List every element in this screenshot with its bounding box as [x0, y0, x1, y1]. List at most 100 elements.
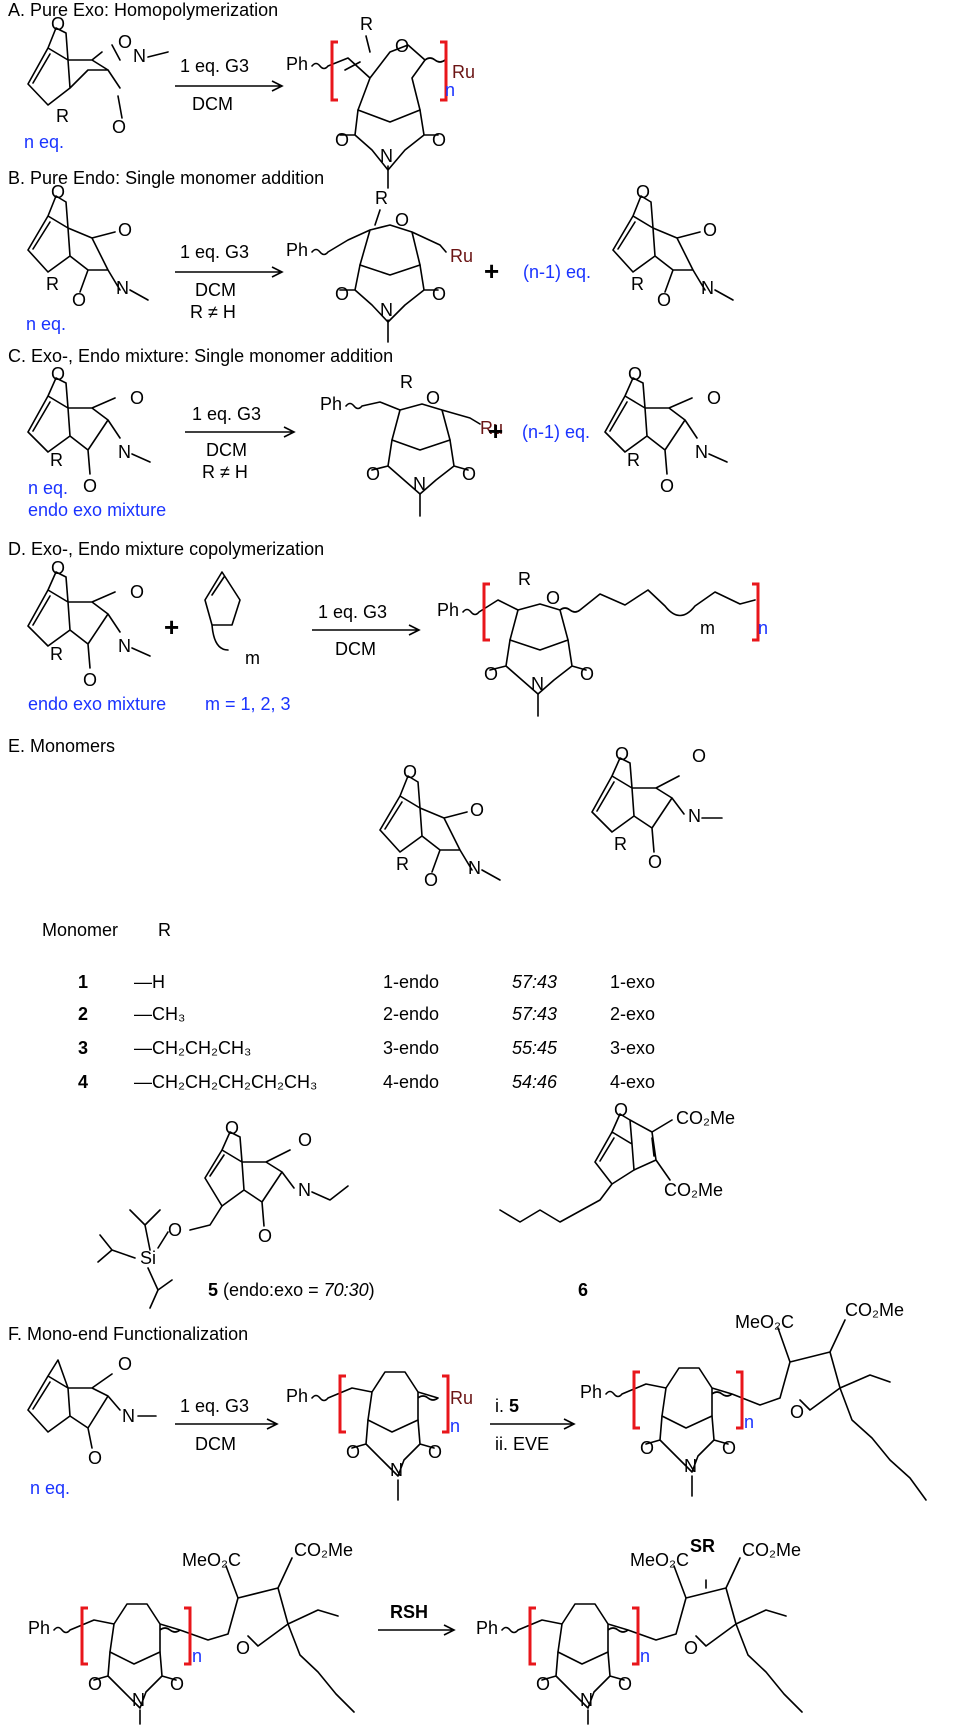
section-c-solvent: DCM — [206, 440, 247, 460]
atom-o: O — [130, 582, 144, 602]
table-row: 3 —CH₂CH₂CH₃ 3-endo 55:45 3-exo — [78, 1038, 655, 1058]
sr-group: SR — [690, 1536, 715, 1556]
atom-n: N — [390, 1460, 403, 1480]
atom-o: O — [660, 476, 674, 496]
atom-n: N — [580, 1690, 593, 1710]
atom-o: O — [51, 182, 65, 202]
repeat-count-n: n — [640, 1646, 650, 1666]
repeat-bracket-right — [440, 40, 448, 102]
atom-r: R — [56, 106, 69, 126]
atom-o: O — [170, 1674, 184, 1694]
repeat-count-n: n — [744, 1412, 754, 1432]
atom-n: N — [688, 806, 701, 826]
repeat-count-n: n — [450, 1416, 460, 1436]
atom-o: O — [88, 1674, 102, 1694]
section-c-remaining-monomer: O O N O R — [604, 364, 728, 496]
section-f-arrow-3 — [378, 1624, 456, 1636]
exo-label: 4-exo — [610, 1072, 655, 1092]
atom-ph: Ph — [286, 240, 308, 260]
atom-o: O — [703, 220, 717, 240]
table-header-r: R — [158, 920, 171, 940]
atom-si: Si — [140, 1248, 156, 1268]
repeat-bracket-left — [80, 1606, 88, 1666]
section-f-living-polymer: Ph O O N Ru n — [286, 1371, 473, 1501]
atom-o: O — [51, 364, 65, 384]
atom-n: N — [468, 858, 481, 878]
section-a: A. Pure Exo: Homopolymerization O O N O … — [8, 0, 475, 189]
atom-o: O — [395, 36, 409, 56]
atom-n: N — [531, 674, 544, 694]
co2me-group: CO₂Me — [676, 1108, 735, 1128]
atom-ph: Ph — [28, 1618, 50, 1638]
section-f-polymer-before-thiol: Ph O O N n O MeO₂C CO₂Me — [28, 1540, 355, 1725]
atom-o: O — [258, 1226, 272, 1246]
atom-o: O — [707, 388, 721, 408]
substituent-r: —H — [134, 972, 165, 992]
atom-o: O — [722, 1438, 736, 1458]
co2me-group: CO₂Me — [845, 1300, 904, 1320]
section-d-solvent: DCM — [335, 639, 376, 659]
section-f-solvent: DCM — [195, 1434, 236, 1454]
atom-r: R — [50, 450, 63, 470]
atom-o: O — [640, 1438, 654, 1458]
atom-o: O — [628, 364, 642, 384]
section-a-monomer: O O N O R n eq. — [24, 14, 169, 152]
meo2c-group: MeO₂C — [182, 1550, 241, 1570]
atom-n: N — [122, 1406, 135, 1426]
monomer-5-number: 5 — [208, 1280, 218, 1300]
atom-o: O — [335, 130, 349, 150]
plus-sign: + — [164, 612, 179, 642]
atom-o: O — [648, 852, 662, 872]
atom-r: R — [375, 188, 388, 208]
atom-ru: Ru — [450, 1388, 473, 1408]
table-row: 4 —CH₂CH₂CH₂CH₂CH₃ 4-endo 54:46 4-exo — [78, 1072, 655, 1092]
table-header-monomer: Monomer — [42, 920, 118, 940]
atom-o: O — [112, 117, 126, 137]
monomer-6-structure: O CO₂Me CO₂Me 6 — [499, 1100, 735, 1300]
atom-o: O — [298, 1130, 312, 1150]
section-a-solvent: DCM — [192, 94, 233, 114]
section-d-mixture: endo exo mixture — [28, 694, 166, 714]
atom-o: O — [168, 1220, 182, 1240]
section-a-reagent: 1 eq. G3 — [180, 56, 249, 76]
atom-o: O — [426, 388, 440, 408]
endo-exo-ratio: 54:46 — [512, 1072, 558, 1092]
atom-n: N — [413, 474, 426, 494]
atom-ru: Ru — [480, 418, 503, 438]
section-f-thiol: RSH — [390, 1602, 428, 1622]
atom-o: O — [118, 1354, 132, 1374]
atom-o: O — [366, 464, 380, 484]
co2me-group: CO₂Me — [294, 1540, 353, 1560]
section-f-end-functionalized-polymer: Ph O O N n O MeO₂C CO₂Me — [580, 1300, 927, 1501]
exo-label: 2-exo — [610, 1004, 655, 1024]
section-b-remaining: (n-1) eq. — [523, 262, 591, 282]
meo2c-group: MeO₂C — [735, 1312, 794, 1332]
atom-ph: Ph — [437, 600, 459, 620]
repeat-count-n: n — [758, 618, 768, 638]
section-c-product: Ph R O Ru O O N — [320, 372, 503, 517]
section-f-monomer-eq: n eq. — [30, 1478, 70, 1498]
section-d: D. Exo-, Endo mixture copolymerization O… — [8, 539, 768, 717]
section-a-arrow — [175, 80, 284, 92]
atom-o: O — [470, 800, 484, 820]
atom-o: O — [424, 870, 438, 890]
section-c: C. Exo-, Endo mixture: Single monomer ad… — [8, 346, 728, 520]
atom-n: N — [118, 636, 131, 656]
repeat-count-m: m — [700, 618, 715, 638]
section-f-arrow-2 — [490, 1418, 576, 1430]
atom-n: N — [684, 1456, 697, 1476]
atom-n: N — [118, 442, 131, 462]
atom-o: O — [432, 130, 446, 150]
endo-exo-ratio: 57:43 — [512, 1004, 557, 1024]
monomer-5-close: ) — [369, 1280, 375, 1300]
atom-o: O — [88, 1448, 102, 1468]
atom-n: N — [380, 146, 393, 166]
atom-ph: Ph — [286, 1386, 308, 1406]
monomer-number: 1 — [78, 972, 88, 992]
atom-r: R — [518, 569, 531, 589]
atom-n: N — [380, 300, 393, 320]
atom-r: R — [614, 834, 627, 854]
section-c-monomer: O O N O R n eq. endo exo mixture — [27, 364, 166, 520]
section-d-monomer: O O N O R endo exo mixture — [27, 558, 166, 714]
atom-r: R — [631, 274, 644, 294]
